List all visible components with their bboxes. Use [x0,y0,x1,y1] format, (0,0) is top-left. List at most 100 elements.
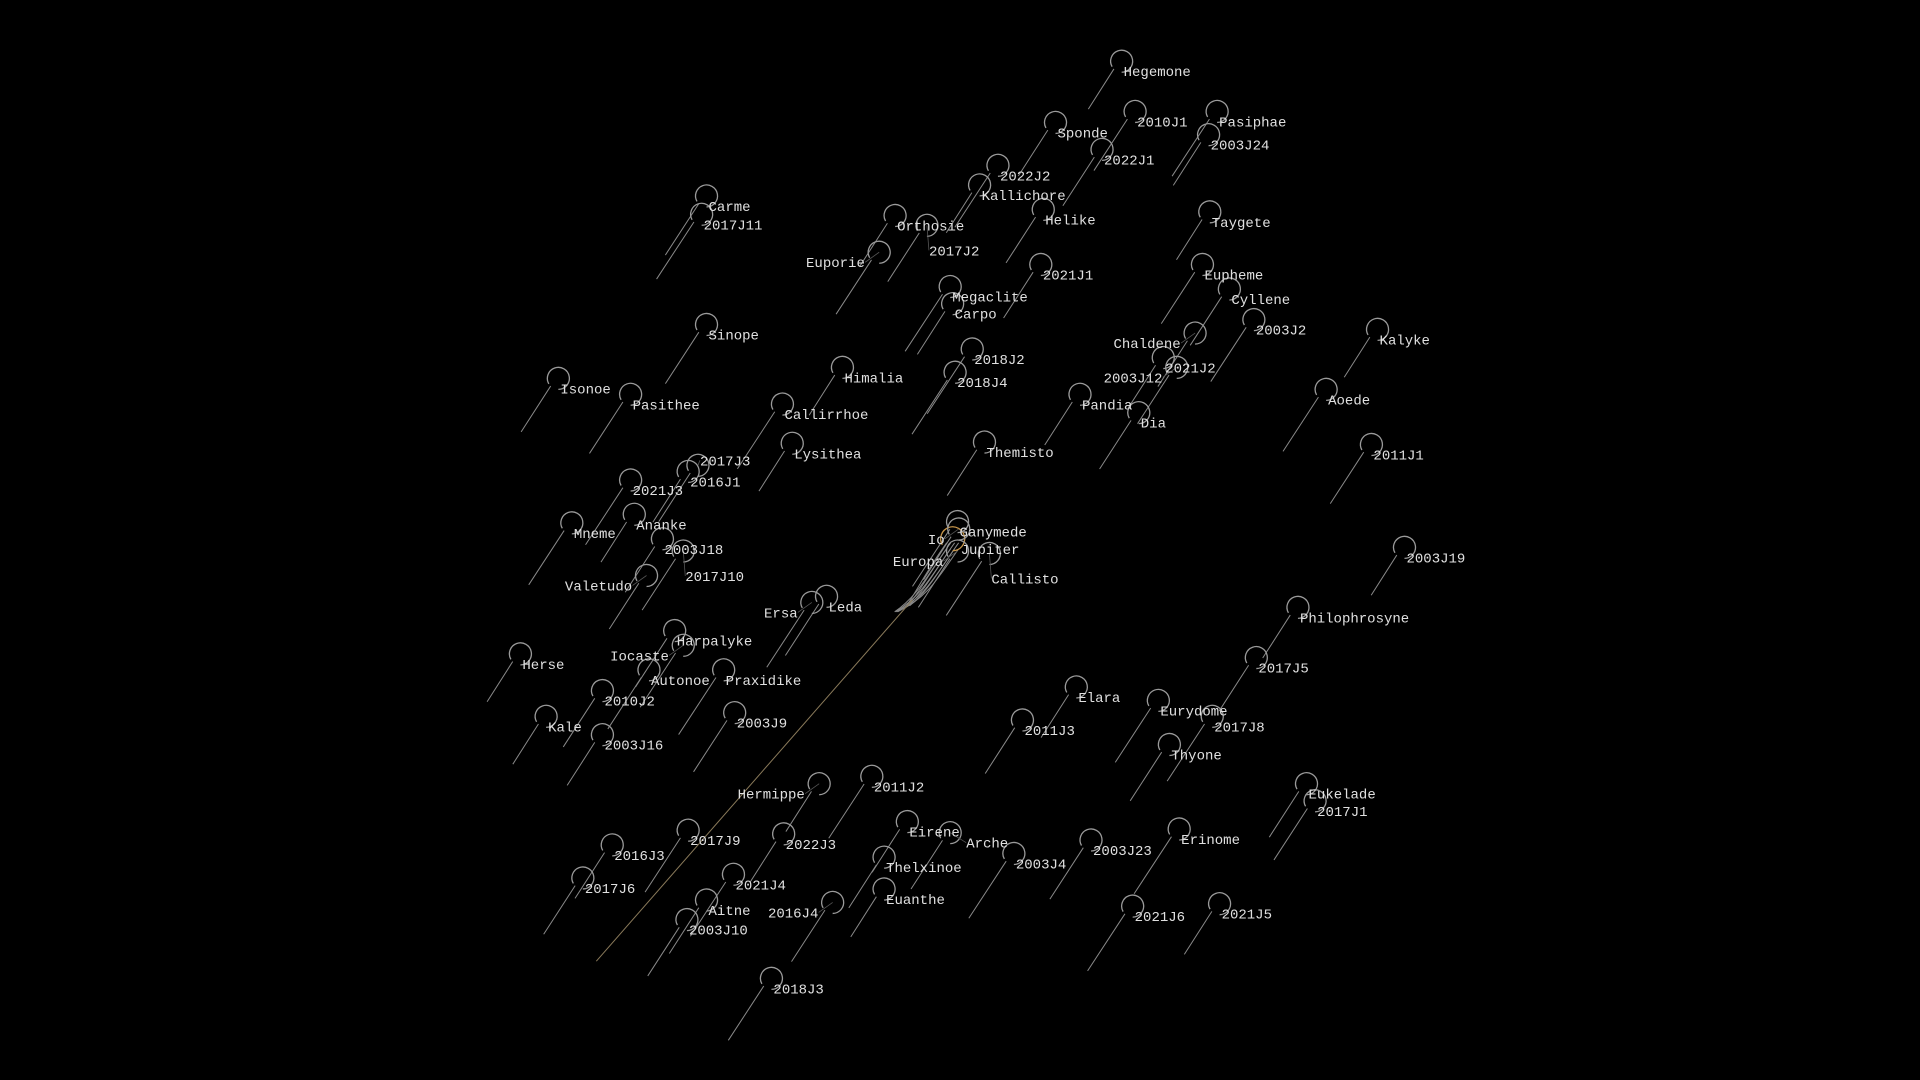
moon-label[interactable]: Carme [709,200,751,216]
moon-marker[interactable] [800,590,824,615]
moon-label[interactable]: 2003J19 [1406,551,1465,567]
moon-marker[interactable] [689,202,714,226]
moon-marker[interactable] [1167,817,1191,841]
moon-label[interactable]: 2011J2 [874,780,924,796]
moon-label[interactable]: Praxidike [726,674,802,690]
moon-label[interactable]: 2017J3 [700,454,750,470]
moon-marker[interactable] [1043,110,1068,135]
moon-label[interactable]: Philophrosyne [1300,611,1409,627]
moon-marker[interactable] [1303,789,1327,813]
moon-label[interactable]: 2003J16 [604,739,663,755]
moon-label[interactable]: 2016J4 [768,906,818,922]
moon-label[interactable]: Themisto [986,446,1053,462]
moon-label[interactable]: Euporie [806,256,865,272]
moon-marker[interactable] [943,360,967,384]
moon-label[interactable]: Arche [966,837,1008,853]
moon-label[interactable]: Elara [1078,691,1120,707]
moon-marker[interactable] [671,539,695,563]
moon-label[interactable]: 2003J2 [1256,324,1306,340]
moon-marker[interactable] [560,511,584,535]
moon-label[interactable]: 2003J4 [1016,857,1066,873]
moon-marker[interactable] [967,173,992,197]
moon-marker[interactable] [1127,401,1151,425]
moon-label[interactable]: Hegemone [1124,65,1191,81]
moon-marker[interactable] [972,430,997,454]
moon-label[interactable]: 2011J1 [1373,448,1423,464]
moon-marker[interactable] [686,453,710,477]
moon-marker[interactable] [650,527,675,551]
moon-marker[interactable] [945,539,970,563]
moon-marker[interactable] [721,862,746,886]
moon-marker[interactable] [1079,828,1103,852]
moon-label[interactable]: Europa [893,555,943,571]
moon-label[interactable]: Ersa [764,606,798,622]
moon-label[interactable]: 2003J24 [1211,139,1270,155]
moon-label[interactable]: Chaldene [1114,337,1181,353]
moon-marker[interactable] [807,772,831,796]
moon-marker[interactable] [941,292,965,316]
moon-label[interactable]: 2003J18 [664,543,723,559]
moon-label[interactable]: Harpalyke [677,635,753,651]
moon-label[interactable]: 2011J3 [1024,724,1074,740]
moon-marker[interactable] [618,382,643,406]
moon-marker[interactable] [1068,382,1092,406]
moon-marker[interactable] [872,845,896,869]
moon-marker[interactable] [759,966,784,991]
moon-marker[interactable] [712,658,736,682]
moon-label[interactable]: Kale [548,720,582,736]
moon-label[interactable]: 2017J2 [929,244,979,260]
moon-label[interactable]: 2003J12 [1104,371,1163,387]
moon-marker[interactable] [883,203,907,228]
moon-marker[interactable] [694,888,719,912]
moon-marker[interactable] [1242,307,1266,332]
moon-label[interactable]: Orthosie [897,220,964,236]
moon-marker[interactable] [676,818,700,842]
moon-label[interactable]: Leda [829,600,863,616]
moon-marker[interactable] [676,459,700,484]
moon-label[interactable]: 2003J10 [689,924,748,940]
moon-label[interactable]: Eirene [909,826,959,842]
moon-label[interactable]: 2021J3 [633,484,683,500]
moon-marker[interactable] [1002,841,1026,866]
moon-label[interactable]: Iocaste [610,649,669,665]
planet-label[interactable]: Jupiter [961,543,1020,559]
moon-marker[interactable] [1031,197,1055,222]
moon-marker[interactable] [895,810,919,834]
moon-marker[interactable] [675,907,699,932]
moon-label[interactable]: Eurydome [1160,704,1227,720]
moon-label[interactable]: Kalyke [1380,333,1430,349]
moon-label[interactable]: Euanthe [886,893,945,909]
moon-marker[interactable] [534,704,558,728]
moon-marker[interactable] [618,468,643,492]
moon-label[interactable]: 2017J9 [690,834,740,850]
moon-marker[interactable] [1217,277,1242,301]
moon-marker[interactable] [872,877,896,901]
moon-marker[interactable] [945,510,970,534]
moon-label[interactable]: Eupheme [1204,268,1263,284]
moon-label[interactable]: 2003J9 [737,717,787,733]
moon-marker[interactable] [1029,252,1053,277]
moon-marker[interactable] [1196,123,1221,147]
moon-label[interactable]: Herse [522,658,564,674]
moon-label[interactable]: Megaclite [952,291,1028,307]
moon-marker[interactable] [600,833,624,857]
moon-marker[interactable] [772,822,796,846]
moon-marker[interactable] [1190,252,1215,277]
planet-marker[interactable] [940,526,966,552]
moon-label[interactable]: 2010J2 [604,695,654,711]
moon-label[interactable]: Dia [1141,417,1166,433]
moon-label[interactable]: 2022J2 [1000,169,1050,185]
moon-label[interactable]: 2017J1 [1317,805,1367,821]
moon-marker[interactable] [1109,49,1134,73]
moon-label[interactable]: 2017J10 [685,570,744,586]
moon-marker[interactable] [1183,321,1207,345]
moon-label[interactable]: 2017J11 [704,218,763,234]
moon-marker[interactable] [780,431,804,455]
moon-label[interactable]: Kallichore [982,189,1066,205]
moon-marker[interactable] [1294,772,1319,796]
moon-marker[interactable] [1205,99,1229,124]
moon-label[interactable]: 2017J6 [585,882,635,898]
moon-label[interactable]: Pandia [1082,398,1132,414]
moon-marker[interactable] [814,584,839,608]
